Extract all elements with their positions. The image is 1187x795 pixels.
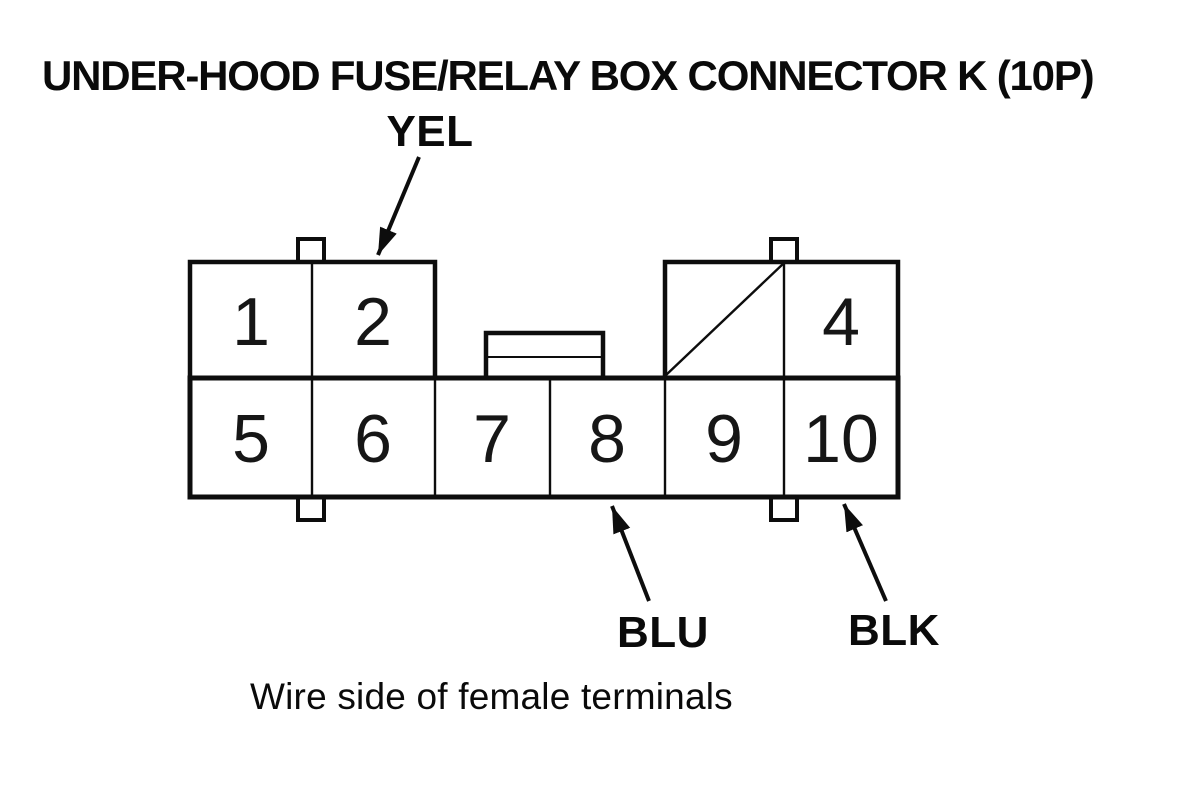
pin-label-2: 2 [354, 284, 392, 360]
mount-tab-bottom-right [769, 495, 799, 522]
yel-callout-arrow [376, 156, 421, 256]
wire-color-label-yel: YEL [386, 107, 473, 156]
pin-label-8: 8 [588, 401, 626, 477]
connector-bottom-row-outline [187, 375, 901, 500]
pin-label-7: 7 [473, 401, 511, 477]
center-latch [483, 330, 606, 378]
wire-color-label-blu: BLU [617, 608, 709, 657]
blk-callout-arrow [842, 503, 888, 602]
blu-callout-arrow [610, 505, 651, 602]
pin-label-5: 5 [232, 401, 270, 477]
mount-tab-top-right [769, 237, 799, 264]
diagram-title: UNDER-HOOD FUSE/RELAY BOX CONNECTOR K (1… [42, 52, 1095, 99]
pin-label-10: 10 [803, 401, 879, 477]
pin3-blank-slash [664, 262, 785, 377]
pin-label-9: 9 [705, 401, 743, 477]
pin-label-4: 4 [822, 284, 860, 360]
wire-color-label-blk: BLK [848, 606, 940, 655]
mount-tab-bottom-left [296, 495, 326, 522]
mount-tab-top-left [296, 237, 326, 264]
caption: Wire side of female terminals [250, 676, 733, 717]
pin-label-1: 1 [232, 284, 270, 360]
pin-label-6: 6 [354, 401, 392, 477]
connector-top-right-block-outline [662, 259, 901, 381]
